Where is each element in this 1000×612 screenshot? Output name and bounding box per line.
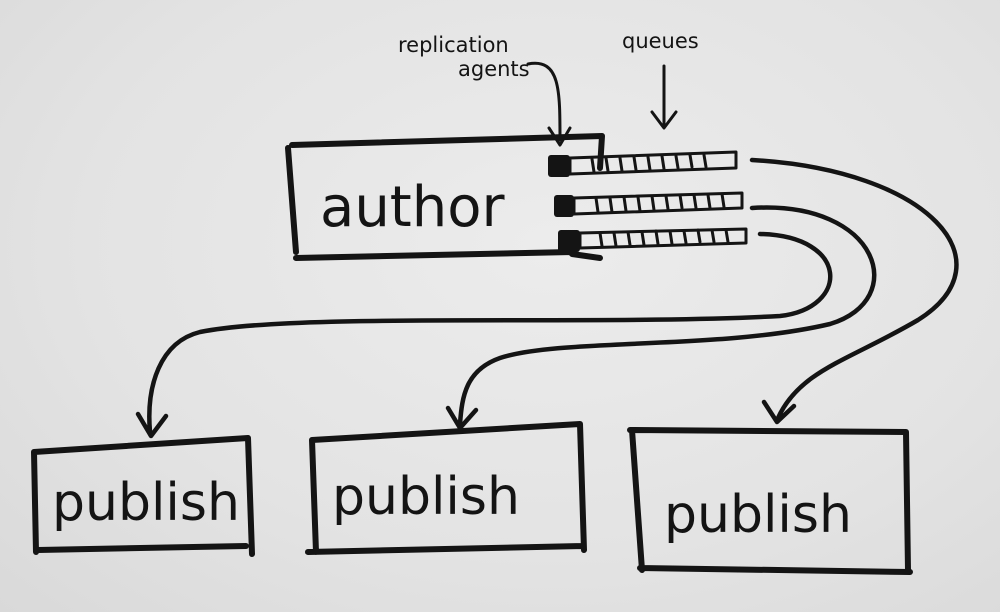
replication-label-line2: agents [458,57,530,81]
flow-arrow-to-publish-2 [445,205,877,431]
replication-agent-3 [558,230,580,252]
flow-arrows [135,157,959,439]
publish-label-2: publish [332,467,520,527]
replication-agent-2 [554,195,574,217]
publish-label-1: publish [52,473,240,533]
replication-agent-1 [548,155,570,177]
publish-node-1: publish [31,435,255,557]
replication-agents [548,155,580,252]
author-label: author [320,175,506,240]
publish-box-3-outline [627,427,913,575]
queues-label: queues [622,29,699,53]
author-node: author [285,133,605,261]
replication-label-line1: replication [398,33,509,57]
replication-agents-annotation: replication agents [398,33,572,147]
queues-pointer-arrow [650,64,678,130]
publish-node-2: publish [305,421,587,555]
publish-box-2-outline [305,421,587,555]
queue-1 [568,150,738,176]
publish-label-3: publish [664,485,852,545]
replication-pointer-arrow [526,61,572,147]
publish-box-1-outline [31,435,255,557]
author-box-outline [285,133,605,261]
publish-node-3: publish [627,427,913,575]
queue-3 [578,227,748,250]
flow-arrow-to-publish-3 [749,157,959,425]
flow-arrow-to-publish-1 [135,231,833,439]
queues-annotation: queues [622,29,699,130]
queue-2 [572,191,744,216]
